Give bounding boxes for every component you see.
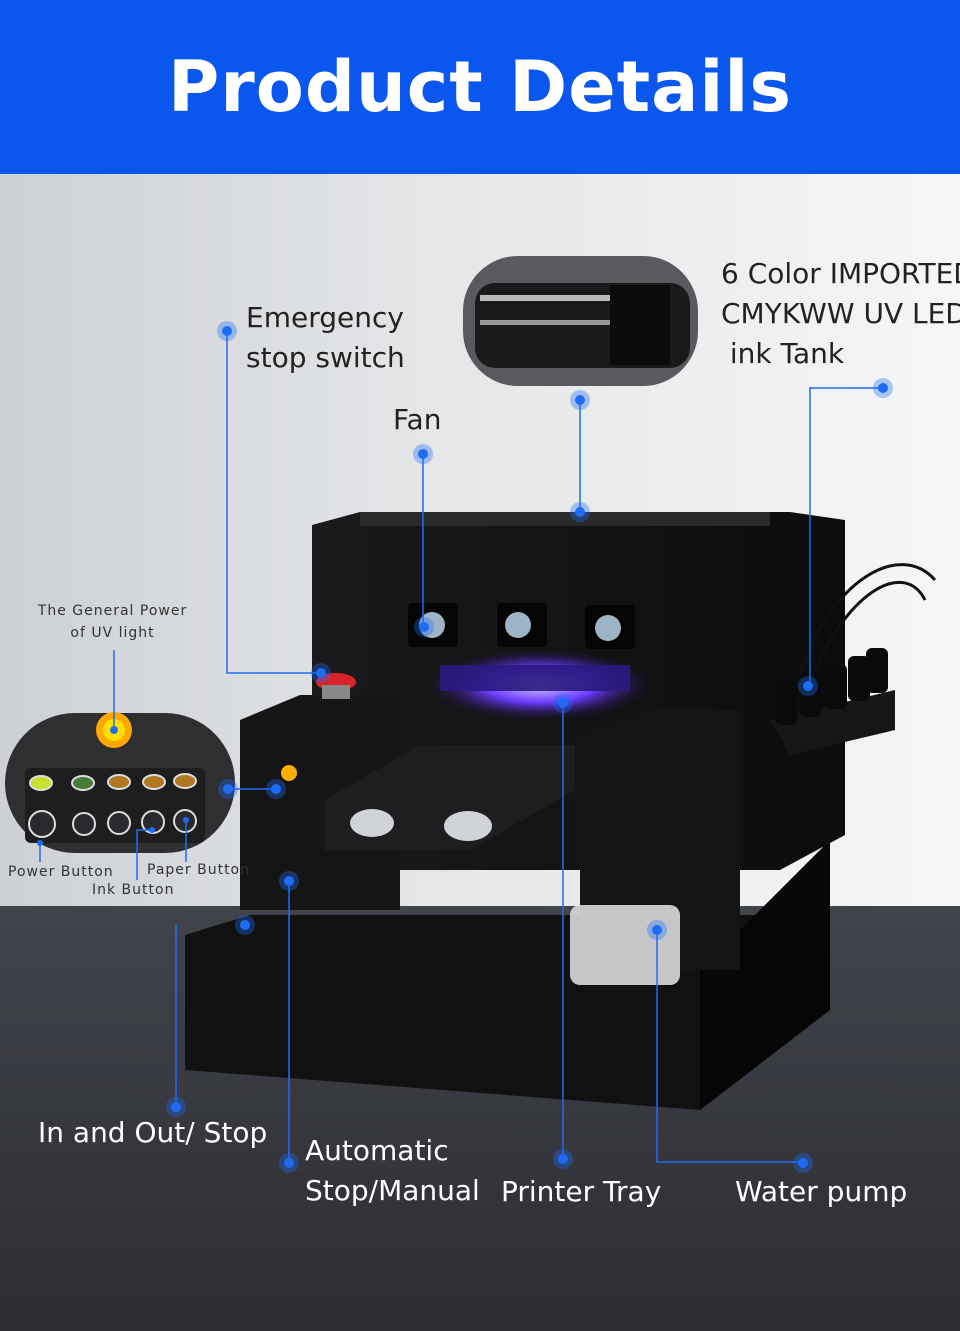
label-line: of UV light xyxy=(70,625,155,641)
label-ink-tank: 6 Color IMPORTED CMYKWW UV LED ink Tank xyxy=(721,254,960,374)
emergency-stop-base xyxy=(322,685,350,699)
label-power-button: Power Button xyxy=(8,864,114,880)
label-line: stop switch xyxy=(246,341,405,374)
label-ink-button: Ink Button xyxy=(92,882,175,898)
ink-tank-holder xyxy=(770,690,895,755)
label-line: ink Tank xyxy=(721,337,845,370)
uv-light-button xyxy=(281,765,297,781)
ink-tube xyxy=(798,563,937,676)
tray-roller xyxy=(444,811,492,841)
printer-top-edge xyxy=(360,512,770,526)
label-line: Stop/Manual xyxy=(305,1174,480,1207)
header-banner: Product Details xyxy=(0,0,960,174)
label-printer-tray: Printer Tray xyxy=(501,1175,662,1208)
callout-lines xyxy=(39,331,883,1163)
label-line: 6 Color IMPORTED xyxy=(721,257,960,290)
label-fan: Fan xyxy=(393,403,442,436)
printer-base-side xyxy=(700,840,830,1110)
printer-left-column xyxy=(240,695,400,910)
callout-dots xyxy=(37,321,893,1173)
label-line: The General Power xyxy=(37,603,188,619)
ink-tube xyxy=(813,580,927,671)
water-pump-bottle xyxy=(570,905,680,985)
control-panel-inset xyxy=(5,712,235,853)
label-line: Emergency xyxy=(246,301,404,334)
fan-group xyxy=(408,603,635,649)
label-paper-button: Paper Button xyxy=(147,862,250,878)
uv-lamp xyxy=(440,665,630,691)
tray-roller xyxy=(350,809,394,837)
printhead-inset-image xyxy=(463,256,698,386)
page-title: Product Details xyxy=(167,46,793,128)
label-emergency-stop: Emergency stop switch xyxy=(246,298,405,378)
label-in-out-stop: In and Out/ Stop xyxy=(38,1116,268,1149)
label-line: Automatic xyxy=(305,1134,449,1167)
label-water-pump: Water pump xyxy=(735,1175,908,1208)
label-uv-power: The General Power of UV light xyxy=(30,600,195,644)
label-line: CMYKWW UV LED xyxy=(721,297,960,330)
